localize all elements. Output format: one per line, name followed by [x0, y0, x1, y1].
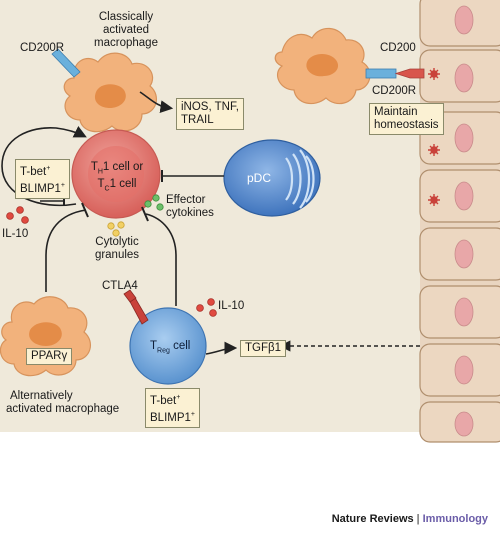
il10-treg-label: IL-10 — [218, 300, 245, 312]
inhibit-pdc-th1 — [161, 170, 224, 182]
effector-cytokines-label: Effector cytokines — [166, 194, 214, 219]
cd200-label: CD200 — [380, 42, 416, 54]
effector-cytokines-dots — [144, 194, 164, 211]
classical-macrophage-label: Classically activated macrophage — [94, 11, 158, 49]
pdc-label: pDC — [247, 171, 272, 185]
tbet-blimp1-top-box: T-bet+ BLIMP1+ — [15, 159, 71, 199]
cd200r-right-label: CD200R — [372, 85, 417, 97]
pparg-box: PPARγ — [26, 348, 73, 365]
il10-left-dots — [6, 206, 29, 224]
cytolytic-granule-dots — [107, 221, 125, 237]
arrow-to-tgfb1 — [205, 341, 238, 355]
feedback-loop — [1, 125, 87, 207]
cd200r-receptor-left — [51, 48, 81, 78]
macrophage-classical — [63, 52, 158, 133]
cytolytic-granules-label: Cytolytic granules — [94, 236, 140, 261]
th1-cell-label: TH1 cell or TC1 cell — [90, 161, 144, 193]
macrophage-right — [274, 27, 371, 105]
tgfb1-box: TGFβ1 — [240, 340, 287, 357]
il10-left-label: IL-10 — [2, 228, 29, 240]
th1-cell — [71, 129, 161, 219]
journal-credit: Nature Reviews | Immunology — [331, 513, 488, 525]
star-markers — [428, 68, 440, 206]
inhibit-alt-macrophage — [45, 202, 89, 292]
homeostasis-box: Maintain homeostasis — [369, 103, 444, 135]
epithelial-cells — [419, 0, 500, 443]
ctla4-receptor — [123, 289, 149, 325]
cd200r-left-label: CD200R — [20, 42, 65, 54]
treg-cell — [129, 307, 207, 385]
tbet-blimp1-bottom-box: T-bet+ BLIMP1+ — [145, 388, 201, 428]
alternative-macrophage-label: Alternatively activated macrophage — [6, 390, 120, 415]
il10-treg-dots — [196, 298, 217, 317]
pdc-cell — [223, 139, 321, 217]
cd200-receptor-pair — [365, 68, 425, 79]
arrow-to-inos — [139, 91, 174, 113]
ctla4-label: CTLA4 — [102, 280, 138, 292]
inos-box: iNOS, TNF, TRAIL — [176, 98, 244, 130]
treg-cell-label: TReg cell — [150, 340, 191, 355]
inhibit-treg — [141, 206, 177, 306]
